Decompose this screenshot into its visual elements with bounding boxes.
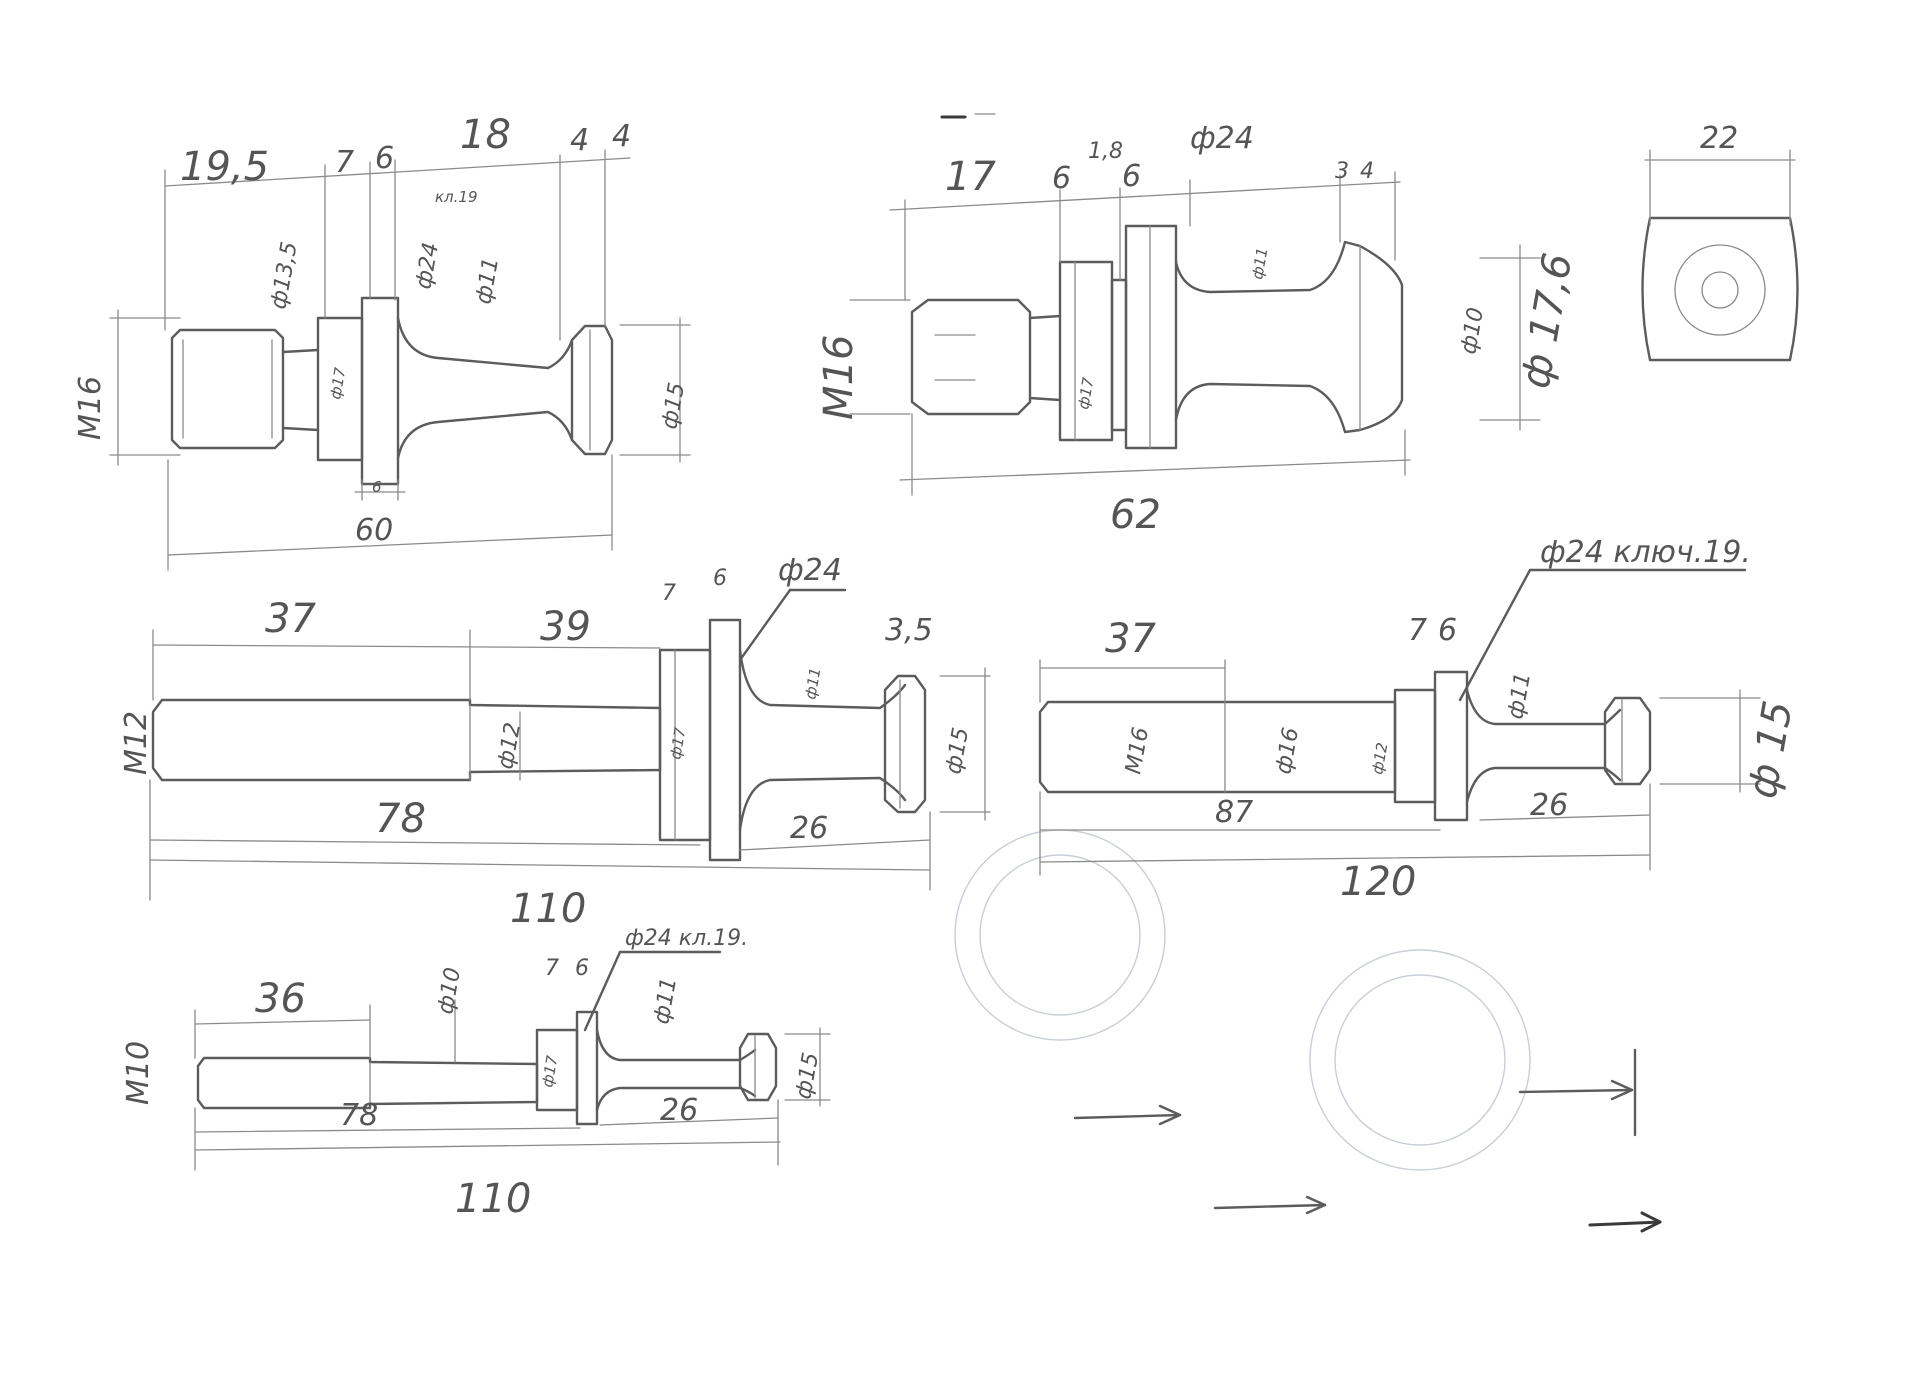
part-5-dimensions: 36 ф10 7 6 ф24 кл.19. ф11 M10 ф17 ф15 78… — [121, 926, 824, 1222]
dim-total-62: 62 — [1110, 492, 1161, 538]
dim-collar-width-6: 6 — [372, 478, 382, 496]
dim-length-17: 17 — [945, 154, 996, 200]
dim-length-3-5: 3,5 — [885, 613, 933, 648]
dim-total-110: 110 — [455, 1176, 531, 1222]
dim-diameter-11: ф11 — [801, 666, 824, 701]
dim-length-18: 18 — [460, 112, 511, 158]
dim-length-6: 6 — [575, 956, 589, 981]
dim-diameter-11: ф11 — [471, 256, 504, 306]
dim-length-4: 4 — [1360, 159, 1374, 184]
dim-thread-m16: M16 — [73, 376, 108, 440]
dim-diameter-15: ф15 — [941, 726, 974, 776]
dim-diameter-17: ф17 — [326, 366, 349, 401]
part-2-dimensions: 17 6 1,8 6 ф24 3 4 22 M16 ф17 ф11 ф10 ф … — [816, 121, 1738, 538]
dim-diameter-15: ф 15 — [1740, 697, 1802, 801]
part-5-drawing — [194, 950, 831, 1171]
dim-diameter-24: ф24 — [778, 553, 842, 588]
dim-width-22: 22 — [1700, 121, 1738, 156]
dim-length-1-8: 1,8 — [1088, 139, 1123, 164]
dim-diameter-24: ф24 — [1190, 121, 1254, 156]
dim-length-39: 39 — [540, 604, 591, 650]
loose-arrows — [1073, 1048, 1662, 1233]
dim-length-4b: 4 — [612, 119, 631, 154]
dim-diameter-17: ф17 — [538, 1054, 561, 1089]
dim-diameter-17: ф17 — [1074, 376, 1097, 411]
dim-total-110: 110 — [510, 886, 586, 932]
dim-diameter-11: ф11 — [1503, 671, 1536, 721]
dim-diameter-16: ф16 — [1271, 726, 1304, 776]
dim-length-87: 87 — [1215, 795, 1253, 830]
dim-diameter-24: ф24 — [411, 241, 444, 291]
note-d24-key-19: ф24 кл.19. — [625, 926, 748, 951]
dim-diameter-10: ф10 — [1456, 306, 1489, 356]
part-1-drawing — [109, 149, 691, 571]
dim-length-36: 36 — [255, 976, 306, 1022]
dim-length-78: 78 — [375, 796, 426, 842]
dim-thread-m16: M16 — [816, 335, 862, 420]
dim-length-37: 37 — [265, 596, 316, 642]
part-4-drawing — [1038, 568, 1761, 876]
part-3-drawing — [149, 588, 991, 901]
dim-thread-m16: M16 — [1121, 725, 1154, 776]
dim-diameter-15: ф15 — [657, 381, 690, 431]
dim-length-7: 7 — [335, 145, 354, 180]
dim-length-6: 6 — [375, 141, 394, 176]
dim-length-6: 6 — [1438, 613, 1457, 648]
part-3-dimensions: 37 39 7 6 ф24 3,5 M12 ф12 ф17 ф11 ф15 78… — [119, 553, 974, 932]
part-4-dimensions: 37 7 6 ф24 ключ.19. ф11 M16 ф16 ф12 ф 15… — [1105, 535, 1802, 905]
background-stamps — [954, 829, 1531, 1171]
dim-length-26: 26 — [790, 811, 828, 846]
dim-length-4a: 4 — [570, 123, 589, 158]
dim-diameter-11: ф11 — [1248, 246, 1271, 281]
dim-total-60: 60 — [355, 513, 393, 548]
dim-thread-m10: M10 — [121, 1041, 156, 1105]
dim-length-26: 26 — [660, 1093, 698, 1128]
dim-diameter-12: ф12 — [1368, 741, 1391, 776]
dim-length-26: 26 — [1530, 788, 1568, 823]
dim-length-7: 7 — [545, 956, 559, 981]
part-1-dimensions: 19,5 7 6 18 4 4 M16 ф13,5 ф24 кл.19 ф11 … — [73, 112, 690, 548]
note-key-19: кл.19 — [435, 188, 478, 206]
dim-total-120: 120 — [1340, 859, 1416, 905]
dim-diameter-10: ф10 — [433, 966, 466, 1016]
dim-length-6a: 6 — [1052, 161, 1071, 196]
dim-length-6: 6 — [713, 566, 727, 591]
dim-thread-m12: M12 — [119, 711, 154, 775]
dim-length-19-5: 19,5 — [180, 144, 269, 190]
dim-length-7: 7 — [1408, 613, 1427, 648]
note-d24-key-19: ф24 ключ.19. — [1540, 535, 1751, 570]
dim-length-78: 78 — [340, 1098, 378, 1133]
dim-diameter-13-5: ф13,5 — [266, 240, 302, 311]
dim-diameter-12: ф12 — [493, 721, 526, 771]
dim-diameter-11: ф11 — [649, 976, 682, 1026]
dim-length-3: 3 — [1335, 159, 1349, 184]
dim-diameter-17: ф17 — [666, 726, 689, 761]
dim-length-6b: 6 — [1122, 159, 1141, 194]
dim-length-37: 37 — [1105, 616, 1156, 662]
dim-length-7: 7 — [662, 581, 676, 606]
dim-diameter-17-6: ф 17,6 — [1513, 250, 1582, 392]
dim-diameter-15: ф15 — [791, 1051, 824, 1101]
part-2-drawing — [849, 149, 1799, 496]
